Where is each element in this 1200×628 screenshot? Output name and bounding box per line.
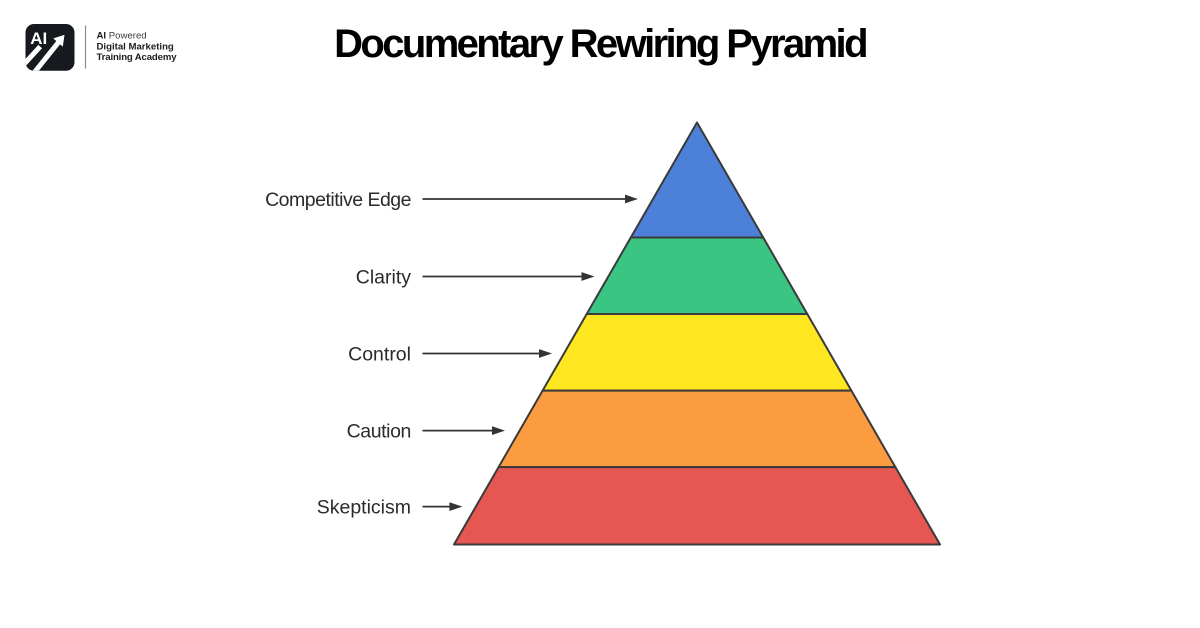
svg-text:Caution: Caution (347, 421, 411, 443)
svg-text:Training Academy: Training Academy (97, 52, 178, 63)
svg-text:Control: Control (348, 344, 411, 366)
svg-text:Skepticism: Skepticism (317, 497, 411, 519)
svg-text:AI: AI (30, 29, 47, 48)
svg-text:Competitive Edge: Competitive Edge (265, 189, 411, 211)
svg-text:Clarity: Clarity (356, 267, 412, 289)
svg-text:Digital Marketing: Digital Marketing (97, 41, 174, 52)
svg-text:AI Powered: AI Powered (97, 31, 147, 42)
